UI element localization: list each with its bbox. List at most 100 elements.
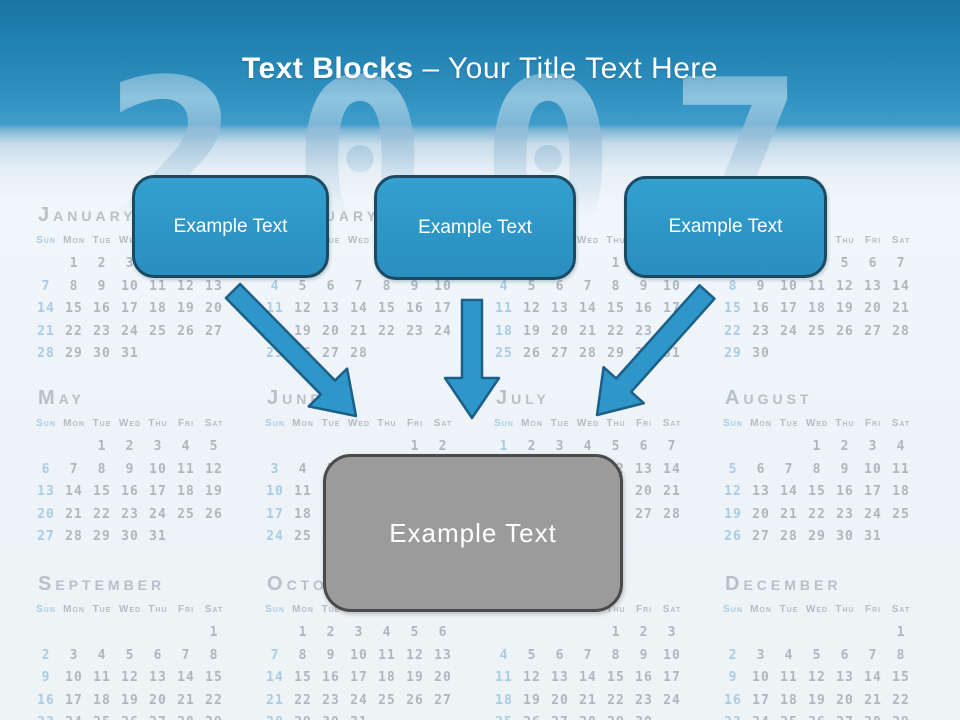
title-bold-part: Text Blocks	[241, 52, 414, 85]
day-cell: 18	[149, 301, 167, 316]
day-cell: 17	[149, 484, 167, 499]
day-cell: 6	[153, 647, 163, 663]
day-cell: 22	[294, 692, 312, 708]
day-cell-empty	[719, 436, 747, 459]
day-cell: 12	[523, 670, 541, 685]
day-cell: 28	[579, 346, 597, 361]
weekday-label: Mon	[63, 235, 85, 246]
day-cell: 6	[756, 461, 766, 477]
day-cell: 27	[322, 346, 340, 361]
day-cell: 21	[177, 692, 195, 708]
weekday-label: Wed	[576, 235, 600, 246]
day-cell: 13	[37, 484, 55, 499]
day-cell: 3	[69, 647, 79, 663]
weekday-label: Fri	[635, 604, 653, 615]
text-block-3-label: Example Text	[668, 216, 783, 237]
month-name: June	[267, 387, 324, 409]
day-cell: 6	[41, 461, 51, 477]
weekday-label: Sat	[891, 418, 911, 429]
day-cell: 13	[551, 670, 569, 685]
day-cell-empty	[172, 622, 200, 645]
day-cell: 5	[527, 647, 537, 663]
day-cell: 3	[354, 625, 364, 640]
day-cell: 7	[181, 647, 191, 663]
day-cell: 25	[808, 323, 826, 339]
day-cell: 7	[583, 278, 593, 294]
day-cell: 23	[322, 692, 340, 708]
day-cell: 3	[270, 461, 280, 477]
day-cell: 15	[93, 484, 111, 499]
day-cell: 21	[780, 506, 798, 522]
day-cell: 28	[37, 346, 55, 361]
day-cell: 5	[527, 278, 537, 294]
month-name: December	[725, 573, 842, 595]
day-cell: 23	[635, 692, 653, 708]
day-cell: 22	[607, 692, 625, 708]
month-name: January	[38, 204, 137, 226]
day-cell: 29	[887, 712, 915, 720]
day-cell: 29	[65, 346, 83, 361]
day-cell: 20	[551, 692, 569, 708]
day-cell: 1	[410, 439, 420, 454]
month-name: July	[496, 387, 550, 409]
day-cell: 27	[546, 712, 574, 720]
day-cell: 7	[868, 647, 878, 663]
day-cell: 22	[93, 506, 111, 522]
day-cell: 27	[752, 529, 770, 544]
day-cell: 20	[434, 670, 452, 685]
day-cell: 12	[205, 461, 223, 477]
day-cell: 31	[663, 346, 681, 361]
day-cell: 14	[579, 301, 597, 316]
day-cell-empty	[345, 253, 373, 276]
day-cell: 15	[205, 670, 223, 685]
day-cell: 4	[382, 625, 392, 640]
weekday-label: Mon	[750, 604, 772, 615]
weekday-label: Sun	[265, 418, 285, 429]
day-cell: 27	[864, 323, 882, 339]
day-cell: 24	[149, 506, 167, 522]
day-cell: 8	[611, 647, 621, 663]
weekday-label: Sun	[36, 604, 56, 615]
day-cell-empty	[32, 436, 60, 459]
day-cell: 18	[808, 301, 826, 316]
month-days: 1234567891011121314151617181920212223242…	[490, 622, 686, 720]
weekday-label: Fri	[177, 418, 195, 429]
day-cell: 18	[892, 484, 910, 499]
day-cell: 28	[859, 712, 887, 720]
day-cell: 3	[868, 439, 878, 454]
day-cell: 12	[523, 301, 541, 316]
day-cell: 17	[864, 484, 882, 499]
day-cell: 24	[60, 712, 88, 720]
text-block-1-label: Example Text	[173, 215, 288, 237]
day-cell: 15	[607, 670, 625, 685]
day-cell: 5	[611, 439, 621, 454]
weekday-label: Thu	[148, 604, 168, 615]
day-cell: 5	[209, 439, 219, 454]
weekday-label: Sat	[662, 418, 682, 429]
day-cell: 19	[724, 506, 742, 522]
day-cell: 4	[97, 647, 107, 663]
day-cell: 24	[747, 712, 775, 720]
day-cell: 23	[93, 323, 111, 339]
day-cell: 26	[177, 323, 195, 339]
day-cell: 9	[326, 647, 336, 663]
day-cell: 5	[410, 625, 420, 640]
day-cell: 24	[121, 323, 139, 339]
day-cell: 2	[97, 256, 107, 271]
weekday-label: Fri	[864, 235, 882, 246]
day-cell: 8	[209, 647, 219, 663]
day-cell: 13	[205, 278, 223, 294]
day-cell: 16	[121, 484, 139, 499]
text-block-2-label: Example Text	[418, 216, 532, 238]
day-cell: 9	[125, 461, 135, 477]
weekday-label: Wed	[347, 418, 371, 429]
day-cell: 28	[172, 712, 200, 720]
day-cell: 1	[298, 625, 308, 640]
day-cell: 30	[121, 529, 139, 544]
day-cell: 5	[840, 256, 850, 271]
day-cell: 10	[663, 278, 681, 294]
day-cell: 17	[780, 301, 798, 316]
